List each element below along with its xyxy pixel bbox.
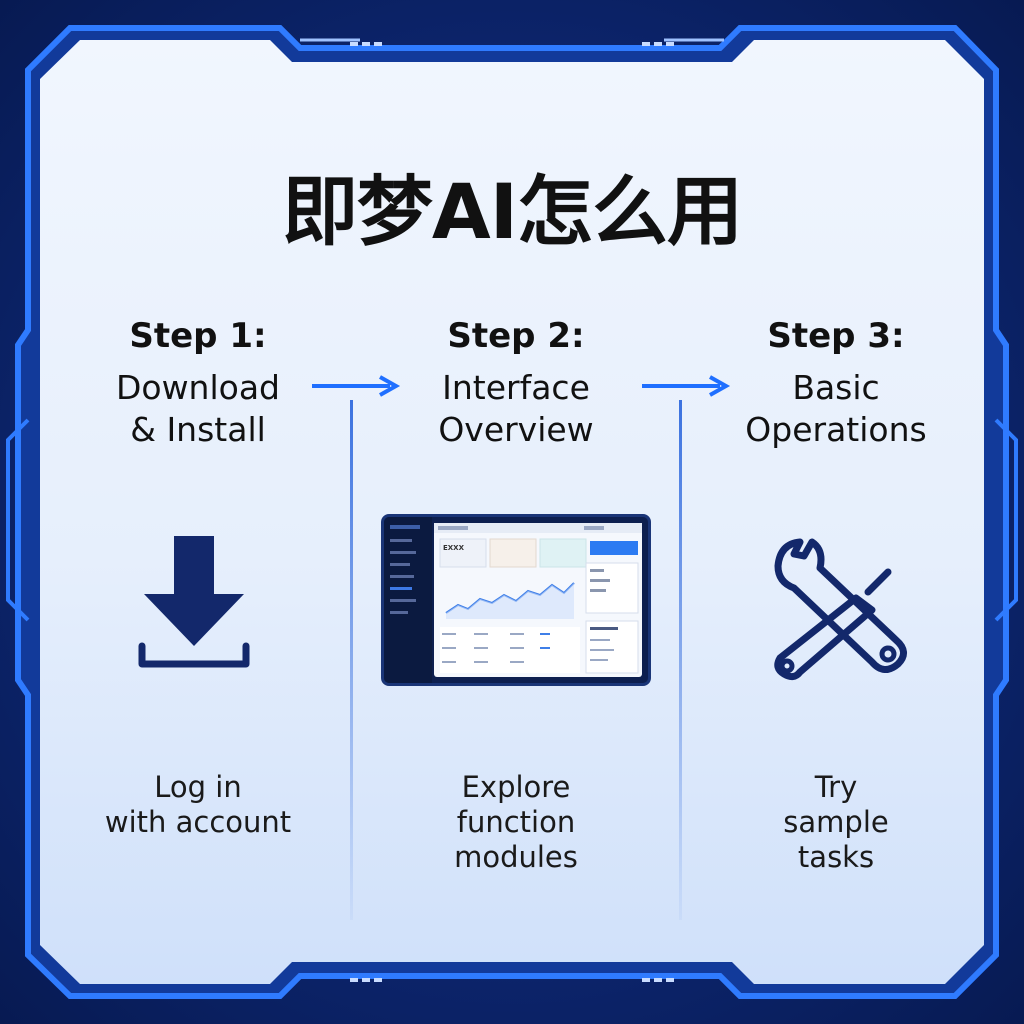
dashboard-sidebar [384,517,432,683]
download-icon [138,536,250,668]
step-3-name: Basic Operations [745,368,927,449]
tools-icon [774,538,907,681]
arrow-right-icon [312,375,401,397]
step-1-description: Log in with account [104,770,292,839]
step-2-label: Step 2: [447,316,585,356]
dashboard-card-label: EXXX [443,544,465,552]
step-1-name: Download & Install [115,368,281,449]
dashboard-main: EXXX [434,523,642,677]
column-divider-1 [350,400,353,920]
step-2-name: Interface Overview [438,368,594,449]
step-1-label: Step 1: [129,316,267,356]
arrow-right-icon [642,375,731,397]
step-3-description: Try sample tasks [783,770,889,874]
step-3-label: Step 3: [767,316,905,356]
dashboard-screenshot: EXXX [381,514,651,686]
column-divider-2 [679,400,682,920]
page-title: 即梦AI怎么用 [281,167,743,256]
step-2-description: Explore function modules [454,770,578,874]
